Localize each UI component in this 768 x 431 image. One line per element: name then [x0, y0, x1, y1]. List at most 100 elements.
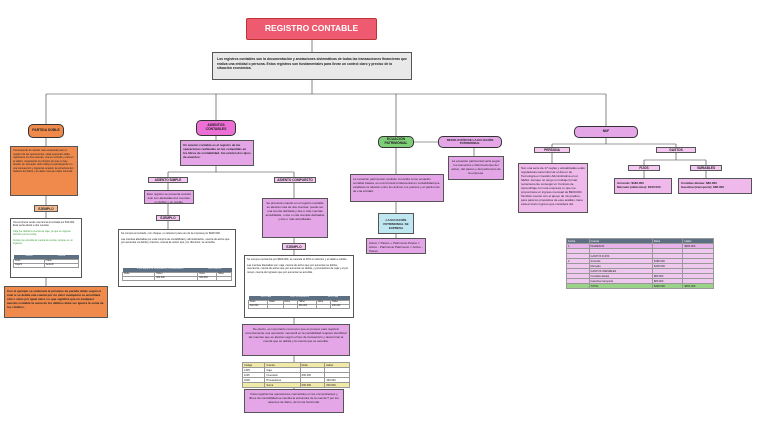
- fijos-item: Arriendo: $180.000: [617, 181, 644, 185]
- niif-cell: $900.000: [682, 283, 714, 289]
- simple-example-label-text: EJEMPLO: [160, 216, 176, 220]
- fijos-box: Arriendo: $180.000 Mercado (alimentos): …: [614, 178, 672, 194]
- ecuacion-text: La ecuación patrimonial, también conocid…: [353, 177, 440, 194]
- partida-mini-header: Cuenta: [44, 255, 79, 259]
- simple-example-line-2: Las cuentas afectadas por esta compra de…: [121, 237, 230, 245]
- partida-header: PARTIDA DOBLE: [28, 124, 64, 138]
- simple-example-label: EJEMPLO: [156, 215, 180, 221]
- resolucion-label-text: RESOLUCIÓN DE LA ECUACIÓN PATRIMONIAL: [446, 137, 494, 145]
- resolucion-text: La ecuación patrimonial varía según los …: [451, 159, 501, 176]
- simple-tbl-cell: Haber: [215, 271, 233, 277]
- partida-mini-header: Cuenta: [13, 255, 45, 259]
- ledger-cell: 600.000: [299, 382, 326, 388]
- fijos-item: Mercado (alimentos): $150.000: [617, 185, 661, 190]
- variables-item: Gasolina (transporte): $80.000: [681, 185, 725, 190]
- compuesto-tbl-header: 1435 Caja: [248, 296, 283, 300]
- fijos-label: FIJOS: [628, 165, 660, 171]
- intro-box: Los registros contables son la documenta…: [212, 52, 412, 80]
- compuesto-tbl-cell: [282, 303, 298, 309]
- variables-box: Comidas diarias: $80.000 Gasolina (trans…: [678, 178, 752, 194]
- ledger-cell: Suma: [264, 382, 301, 388]
- niif-cell: TOTAL: [588, 283, 653, 289]
- ecuacion-header: ECUACIÓN PATRIMONIAL: [378, 136, 414, 148]
- asiento-compuesto-text: Se presenta cuando en el registro contab…: [265, 201, 325, 222]
- partida-footer-text: Con el ejemplo se evidencia el principio…: [7, 289, 104, 310]
- ecuacion-label: ECUACIÓN PATRIMONIAL: [384, 137, 408, 145]
- formula-label-text: LA ECUACIÓN PATRIMONIAL SE EXPRESA: [383, 217, 409, 230]
- simple-tbl-cell: [215, 275, 233, 281]
- compuesto-example-label-text: EJEMPLO: [286, 244, 302, 249]
- fijos-label-text: FIJOS: [639, 166, 649, 170]
- simple-tbl-header: 1528 Equipo de computación y comunicació…: [122, 268, 198, 272]
- compuesto-tbl-cell: 600.000: [248, 303, 268, 309]
- niif-cell: $490.000: [651, 283, 684, 289]
- asiento-simple-text: Este registro se presenta cuando solo so…: [146, 192, 192, 204]
- compuesto-example-line-1: Se compra mercancía por $600.000, se can…: [247, 258, 348, 261]
- asiento-simple-label-text: ASIENTO SIMPLE: [154, 178, 182, 182]
- ledger-cell: [241, 382, 266, 388]
- partida-example-line-2: Caja (se debita la cuenta de caja, ya qu…: [13, 229, 71, 237]
- ecuacion-description: La ecuación patrimonial, también conocid…: [350, 174, 444, 202]
- partida-text: Corresponde al método más empleado para …: [13, 149, 74, 173]
- persona-text: Son una serie de 17 reglas y actualizada…: [521, 166, 585, 207]
- formula-label: LA ECUACIÓN PATRIMONIAL SE EXPRESA: [378, 213, 414, 234]
- asientos-label: ASIENTOS CONTABLES: [205, 123, 227, 131]
- asiento-simple-label: ASIENTO SIMPLE: [148, 177, 188, 183]
- partida-footer: Con el ejemplo se evidencia el principio…: [4, 286, 108, 318]
- simple-example-table: 1528 Equipo de computación y comunicació…: [121, 268, 233, 281]
- persona-box: Son una serie de 17 reglas y actualizada…: [518, 163, 588, 213]
- simple-tbl-cell: 600.000: [197, 275, 217, 281]
- asiento-compuesto-label: ASIENTO COMPUESTO: [274, 177, 316, 183]
- variables-label-text: VARIABLES: [696, 166, 716, 170]
- gastos-label-text: GASTOS: [669, 148, 683, 152]
- variables-item: Comidas diarias: $80.000: [681, 181, 717, 185]
- asientos-header: ASIENTOS CONTABLES: [196, 120, 236, 136]
- asiento-simple-box: Este registro se presenta cuando solo so…: [144, 190, 194, 204]
- formula-text: Activo = Pasivo + Patrimonio Pasivo = Ac…: [369, 241, 423, 254]
- compuesto-tbl-cell: [266, 303, 284, 309]
- compuesto-tbl-cell: [315, 303, 331, 309]
- simple-tbl-cell: 600.000: [154, 275, 199, 281]
- compuesto-tbl-header: 2205 Proveedores: [283, 296, 317, 300]
- gastos-label: GASTOS: [656, 147, 696, 153]
- variables-label: VARIABLES: [690, 165, 722, 171]
- asientos-closing: Para registrar las operaciones mercantil…: [244, 389, 344, 413]
- simple-example-line-1: Se compra al contado, con cheque, un tel…: [121, 232, 221, 235]
- asientos-text: Un asiento contable es el registro de la…: [183, 143, 251, 160]
- asiento-compuesto-label-text: ASIENTO COMPUESTO: [277, 178, 313, 182]
- compuesto-example-label: EJEMPLO: [282, 243, 306, 250]
- niif-label: NIIF: [602, 129, 610, 134]
- partida-mini-cell: Caja $: [13, 262, 45, 268]
- partida-mini-cell: Venta $: [43, 262, 80, 268]
- niif-cell: [566, 283, 590, 289]
- asientos-note: De efecto, es importante reconocer que e…: [242, 324, 350, 356]
- compuesto-example-line-2: Las cuentas afectadas son: caja, cuenta …: [247, 263, 349, 274]
- persona-label-text: PERSONA: [544, 148, 560, 152]
- asientos-note-text: De efecto, es importante reconocer que e…: [245, 327, 347, 344]
- partida-label: PARTIDA DOBLE: [32, 128, 60, 133]
- partida-description: Corresponde al método más empleado para …: [10, 146, 78, 196]
- partida-example-line-3: Ventas (se acredita la cuenta de ventas,…: [13, 238, 73, 245]
- asiento-compuesto-box: Se presenta cuando en el registro contab…: [262, 198, 328, 238]
- asientos-description: Un asiento contable es el registro de la…: [180, 140, 254, 166]
- simple-example-box: Se compra al contado, con cheque, un tel…: [118, 229, 236, 287]
- compuesto-tbl-cell: 240.000: [329, 303, 351, 309]
- niif-header: NIIF: [574, 126, 638, 138]
- formula-box: Activo = Pasivo + Patrimonio Pasivo = Ac…: [366, 238, 426, 254]
- resolucion-box: La ecuación patrimonial varía según los …: [448, 156, 504, 180]
- asientos-closing-text: Para registrar las operaciones mercantil…: [249, 392, 339, 405]
- partida-example-line-1: Una empresa vende mercancía al contado p…: [13, 221, 75, 228]
- simple-tbl-header: 1110 Bancos: [197, 268, 232, 272]
- compuesto-example-box: Se compra mercancía por $600.000, se can…: [244, 255, 354, 318]
- compuesto-tbl-cell: 360.000: [296, 303, 317, 309]
- page-title-text: REGISTRO CONTABLE: [264, 23, 359, 34]
- resolucion-label: RESOLUCIÓN DE LA ECUACIÓN PATRIMONIAL: [438, 136, 502, 148]
- ledger-cell: 600.000: [324, 382, 350, 388]
- partida-example-label-text: EJEMPLO: [38, 206, 54, 211]
- compuesto-tbl-header: 1105 Caja: [316, 296, 350, 300]
